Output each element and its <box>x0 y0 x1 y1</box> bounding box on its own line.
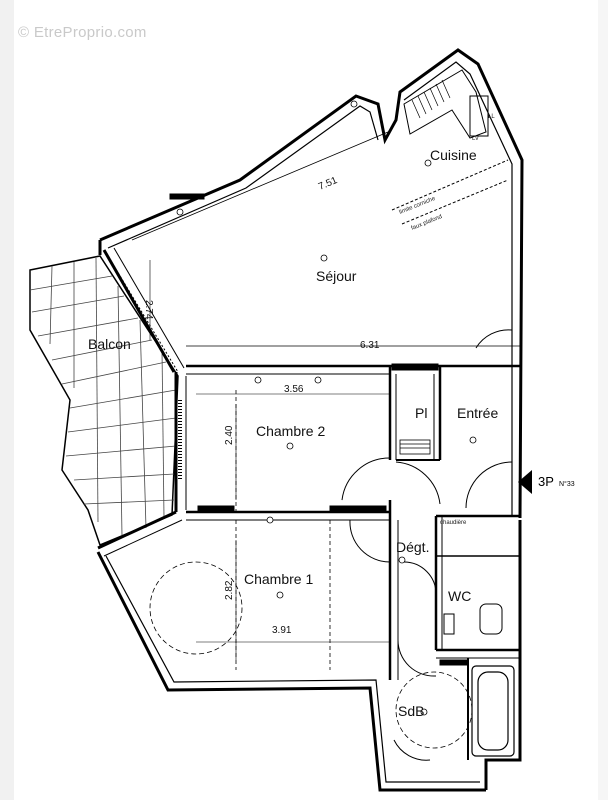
label-balcon: Balcon <box>88 336 131 352</box>
left-margin-strip <box>0 0 14 800</box>
annotation-limite: limite corniche <box>399 196 437 216</box>
watermark: © EtreProprio.com <box>18 24 147 41</box>
kitchen-counter <box>131 69 520 347</box>
entry-arrow-icon <box>518 470 532 494</box>
outer-walls <box>96 48 524 792</box>
annotation-chaudiere: chaudière <box>440 520 467 526</box>
annotation-ll: LL <box>488 114 495 120</box>
wc-fixtures <box>443 603 503 635</box>
label-wc: WC <box>448 588 471 604</box>
dim-sejour-length: 7.51 <box>317 175 340 193</box>
dim-chambre2-width: 3.56 <box>284 384 304 395</box>
balcon-tiles <box>29 255 179 546</box>
dim-sejour-width: 6.31 <box>360 340 380 351</box>
apartment-type: 3P <box>538 474 554 489</box>
dim-chambre2-depth: 2.40 <box>224 425 235 445</box>
dim-chambre1-width: 3.91 <box>272 625 292 636</box>
label-sdb: SdB <box>398 703 424 719</box>
label-sejour: Séjour <box>316 268 357 284</box>
outer-walls-inner <box>105 61 513 783</box>
annotation-faux-plafond: faux plafond <box>411 214 444 232</box>
apartment-number: N°33 <box>559 480 575 488</box>
kitchen-hatch <box>411 79 451 119</box>
annotation-lv: LV <box>472 136 479 142</box>
facade-windows <box>97 247 187 557</box>
doors <box>341 329 513 761</box>
dim-chambre1-depth: 2.82 <box>224 580 235 600</box>
label-chambre2: Chambre 2 <box>256 423 325 439</box>
fixture-markers <box>176 100 477 716</box>
right-margin-strip <box>598 0 608 800</box>
bathtub <box>471 665 515 757</box>
dimension-lines <box>149 260 390 660</box>
label-pl: Pl <box>415 405 427 421</box>
placard-hatch <box>399 439 431 455</box>
dim-balcon-depth: 2.74 <box>143 300 154 320</box>
bed-clearance <box>149 561 473 749</box>
label-entree: Entrée <box>457 405 498 421</box>
label-cuisine: Cuisine <box>430 147 477 163</box>
label-chambre1: Chambre 1 <box>244 571 313 587</box>
radiators <box>169 193 469 666</box>
label-degt: Dégt. <box>396 539 429 555</box>
